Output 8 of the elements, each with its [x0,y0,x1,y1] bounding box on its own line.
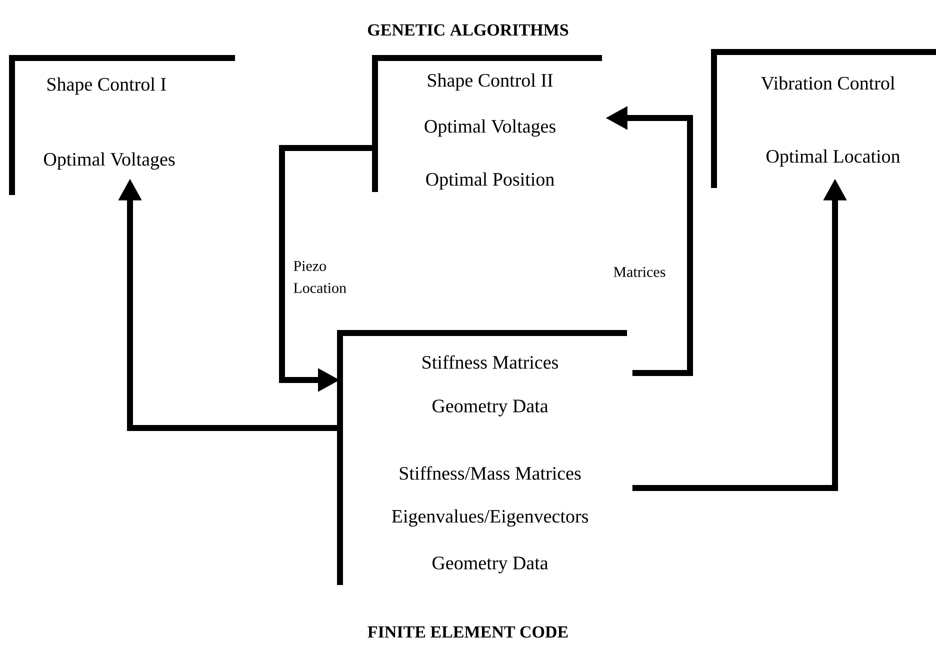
bracket-box: Shape Control I Optimal Voltages [9,55,235,195]
edge-label: Matrices [614,266,666,278]
title: GENETIC ALGORITHMS [368,24,568,36]
bracket-box: Shape Control II Optimal Voltages Optimal Position [372,55,602,192]
bracket-box: Vibration Control Optimal Location [711,49,936,188]
bracket-box: Stiffness Matrices Geometry Data Stiffness/Mass Matrices Eigenvalues/Eigenvectors Geometry Data [337,330,627,585]
caption: FINITE ELEMENT CODE [368,626,568,638]
edge-label: Piezo Location [294,260,346,294]
